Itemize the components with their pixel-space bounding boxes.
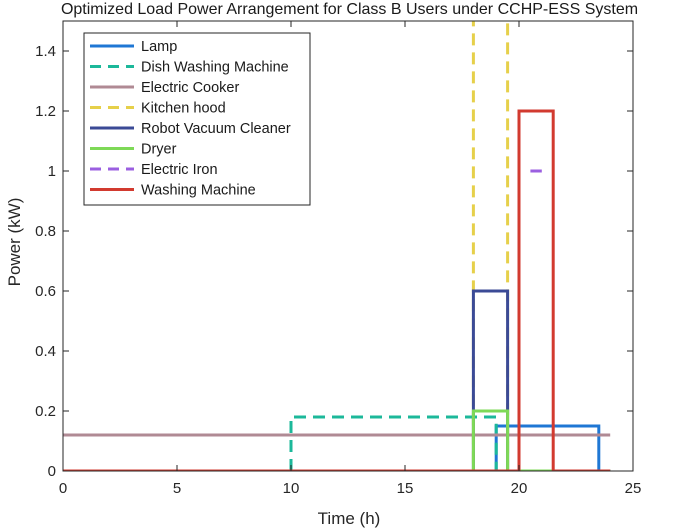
- axes: 0 5 10 15 20 25 0 0.2 0.4 0.6 0.8 1 1.2 1.4: [35, 20, 642, 497]
- x-axis-title: Time (h): [318, 509, 381, 528]
- legend-label-robot-vacuum-cleaner: Robot Vacuum Cleaner: [141, 121, 291, 137]
- legend-label-kitchen-hood: Kitchen hood: [141, 101, 226, 117]
- x-tick-label: 10: [283, 480, 300, 497]
- y-tick-label: 0.8: [35, 223, 56, 240]
- axes-box: [62, 20, 634, 472]
- legend-label-lamp: Lamp: [141, 39, 177, 55]
- legend-label-dryer: Dryer: [141, 142, 177, 158]
- series-line-dish-washing-machine: [63, 415, 611, 471]
- y-axis-title: Power (kW): [5, 198, 24, 287]
- x-tick-label: 5: [173, 480, 181, 497]
- x-tick-label: 15: [397, 480, 414, 497]
- series-line-washing-machine: [63, 109, 611, 471]
- x-tick-label: 25: [625, 480, 642, 497]
- legend-label-dish-washing-machine: Dish Washing Machine: [141, 60, 289, 76]
- y-tick-label: 0.6: [35, 283, 56, 300]
- series-line-robot-vacuum-cleaner: [63, 289, 611, 471]
- y-tick-label: 0.2: [35, 403, 56, 420]
- x-tick-label: 0: [59, 480, 67, 497]
- y-tick-label: 1: [48, 163, 56, 180]
- legend-label-washing-machine: Washing Machine: [141, 183, 256, 199]
- y-tick-label: 1.4: [35, 43, 56, 60]
- chart-title: Optimized Load Power Arrangement for Cla…: [61, 1, 638, 18]
- y-tick-label: 1.2: [35, 103, 56, 120]
- y-tick-label: 0: [48, 463, 56, 480]
- x-tick-label: 20: [511, 480, 528, 497]
- legend-box: [83, 32, 311, 206]
- series-line-lamp: [63, 424, 611, 471]
- y-tick-label: 0.4: [35, 343, 56, 360]
- series-line-dryer: [63, 409, 611, 471]
- legend-label-electric-iron: Electric Iron: [141, 162, 218, 178]
- legend-label-electric-cooker: Electric Cooker: [141, 80, 239, 96]
